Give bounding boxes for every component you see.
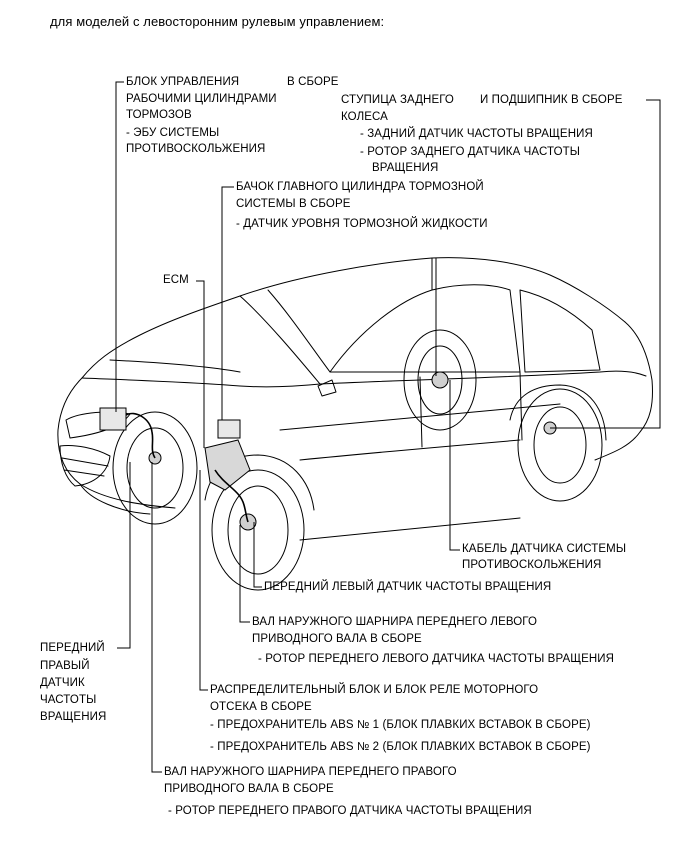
relay-block-label-2: ОТСЕКА В СБОРЕ <box>210 701 312 713</box>
master-cylinder-shape <box>217 419 241 439</box>
relay-block-label-4: - ПРЕДОХРАНИТЕЛЬ ABS № 2 (БЛОК ПЛАВКИХ В… <box>210 741 591 753</box>
front-right-sensor-label-2: ПРАВЫЙ <box>40 660 90 672</box>
rear-hub-label-1b: И ПОДШИПНИК В СБОРЕ <box>480 94 623 106</box>
master-cylinder-label-3: - ДАТЧИК УРОВНЯ ТОРМОЗНОЙ ЖИДКОСТИ <box>236 218 488 230</box>
rear-hub-label-1: СТУПИЦА ЗАДНЕГО <box>341 94 454 106</box>
rear-left-rotor-shape <box>431 371 449 389</box>
master-cylinder-label-1: БАЧОК ГЛАВНОГО ЦИЛИНДРА ТОРМОЗНОЙ <box>236 181 484 193</box>
front-right-sensor-label-1: ПЕРЕДНИЙ <box>40 642 105 654</box>
front-right-shaft-label-2: ПРИВОДНОГО ВАЛА В СБОРЕ <box>164 783 334 795</box>
front-right-shaft-label-1: ВАЛ НАРУЖНОГО ШАРНИРА ПЕРЕДНЕГО ПРАВОГО <box>164 766 457 778</box>
ecm-label: ECM <box>163 274 189 286</box>
car-outline <box>57 257 653 591</box>
front-right-shaft-label-3: - РОТОР ПЕРЕДНЕГО ПРАВОГО ДАТЧИКА ЧАСТОТ… <box>168 805 532 817</box>
master-cylinder-label-2: СИСТЕМЫ В СБОРЕ <box>236 198 351 210</box>
rear-hub-label-4: - РОТОР ЗАДНЕГО ДАТЧИКА ЧАСТОТЫ <box>360 146 581 158</box>
skid-cable-label-1: КАБЕЛЬ ДАТЧИКА СИСТЕМЫ <box>462 543 627 555</box>
skid-cable-label-2: ПРОТИВОСКОЛЬЖЕНИЯ <box>462 559 602 571</box>
sensor-wires <box>125 412 249 523</box>
front-right-sensor-label-3: ДАТЧИК <box>40 677 85 689</box>
relay-block-shape <box>204 439 251 491</box>
rear-hub-label-5: ВРАЩЕНИЯ <box>372 162 439 174</box>
front-right-sensor-label-4: ЧАСТОТЫ <box>40 694 97 706</box>
front-left-shaft-label-2: ПРИВОДНОГО ВАЛА В СБОРЕ <box>252 633 422 645</box>
brake-actuator-label-5: ПРОТИВОСКОЛЬЖЕНИЯ <box>126 143 266 155</box>
relay-block-label-3: - ПРЕДОХРАНИТЕЛЬ ABS № 1 (БЛОК ПЛАВКИХ В… <box>210 719 591 731</box>
brake-actuator-shape <box>99 407 127 431</box>
brake-actuator-label-4: - ЭБУ СИСТЕМЫ <box>126 127 220 139</box>
brake-actuator-label-2: РАБОЧИМИ ЦИЛИНДРАМИ <box>126 93 277 105</box>
front-left-shaft-label-1: ВАЛ НАРУЖНОГО ШАРНИРА ПЕРЕДНЕГО ЛЕВОГО <box>252 616 537 628</box>
leader-lines <box>115 81 661 773</box>
relay-block-label-1: РАСПРЕДЕЛИТЕЛЬНЫЙ БЛОК И БЛОК РЕЛЕ МОТОР… <box>210 684 539 696</box>
front-right-sensor-label-5: ВРАЩЕНИЯ <box>40 711 107 723</box>
page-title: для моделей с левосторонним рулевым упра… <box>50 14 385 29</box>
rear-hub-label-2: КОЛЕСА <box>341 111 388 123</box>
brake-actuator-label-1b: В СБОРЕ <box>287 76 339 88</box>
brake-actuator-label-1: БЛОК УПРАВЛЕНИЯ <box>126 76 240 88</box>
rear-hub-label-3: - ЗАДНИЙ ДАТЧИК ЧАСТОТЫ ВРАЩЕНИЯ <box>360 128 593 140</box>
front-left-sensor-label: ПЕРЕДНИЙ ЛЕВЫЙ ДАТЧИК ЧАСТОТЫ ВРАЩЕНИЯ <box>264 581 552 593</box>
component-parts <box>99 371 557 531</box>
brake-actuator-label-3: ТОРМОЗОВ <box>126 109 192 121</box>
front-left-shaft-label-3: - РОТОР ПЕРЕДНЕГО ЛЕВОГО ДАТЧИКА ЧАСТОТЫ… <box>258 653 615 665</box>
